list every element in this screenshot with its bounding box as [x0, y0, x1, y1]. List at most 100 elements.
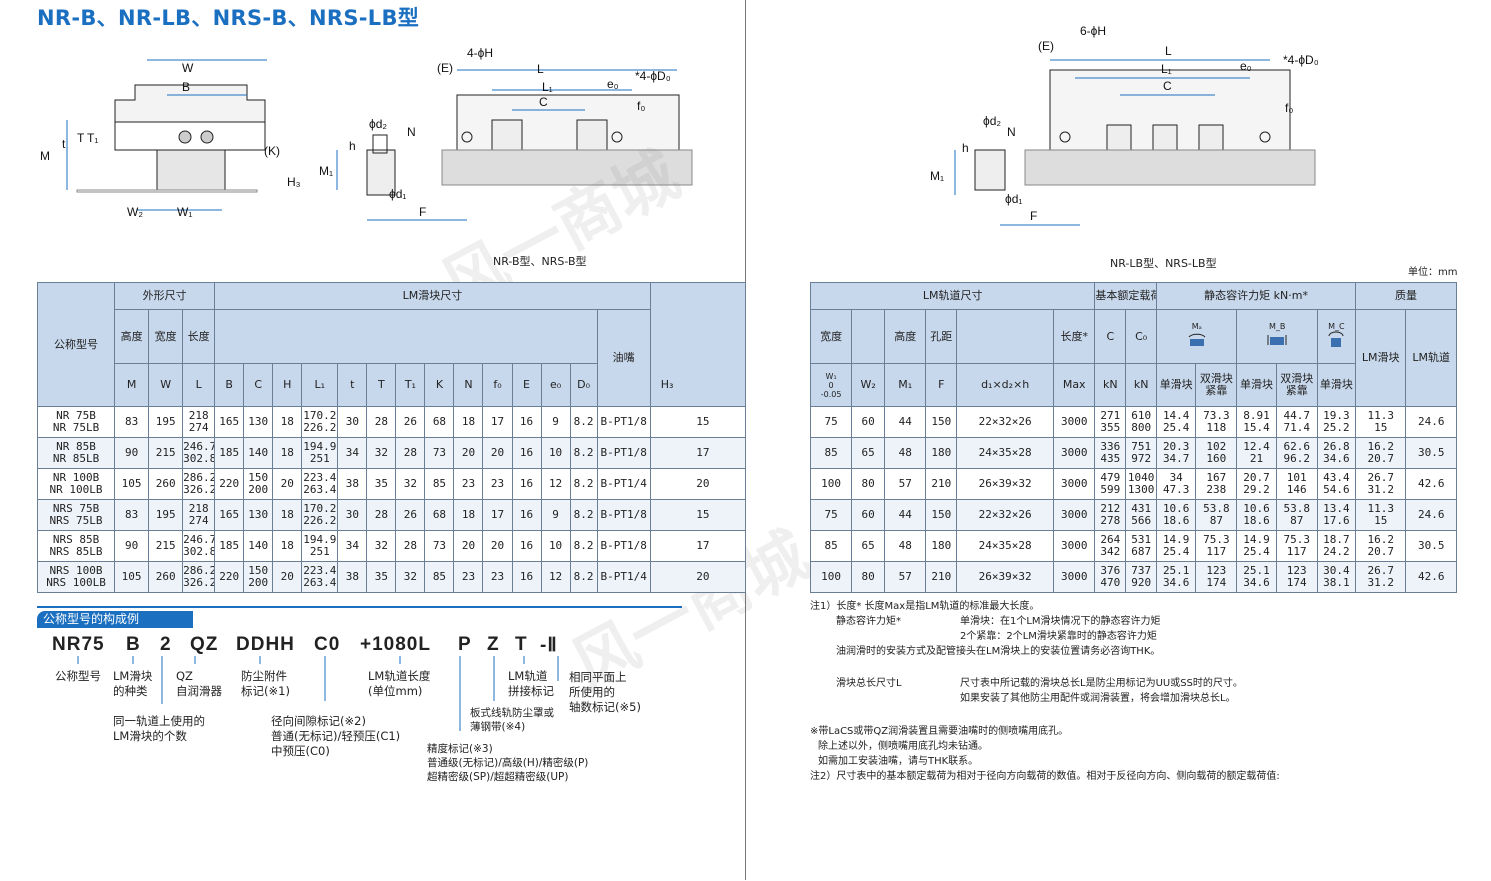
cell-F: 180: [925, 530, 958, 562]
desc-cover: 板式线轨防尘罩或薄钢带(※4): [470, 707, 554, 733]
th-B: B: [214, 363, 245, 407]
label-M1: M₁: [319, 164, 333, 178]
label-N-right: N: [1007, 125, 1016, 139]
cell-e0: 12: [540, 468, 571, 500]
label-d1-right: ϕd₁: [1005, 192, 1022, 206]
cell-H3: 20: [649, 468, 747, 500]
cell-M: 90: [114, 437, 150, 469]
label-f0: f₀: [637, 99, 645, 113]
label-d2: ϕd₂: [369, 117, 387, 131]
cell-C: 130: [243, 499, 274, 531]
th-T1: T₁: [395, 363, 426, 407]
cell-M1: 57: [884, 468, 927, 500]
cell-B: 185: [214, 437, 245, 469]
cell-M: 105: [114, 561, 150, 593]
th-MA-single: 单滑块: [1156, 363, 1197, 407]
cell-H3: 15: [649, 406, 747, 438]
note-7: 尺寸表中所记载的滑块总长L是防尘用标记为UU或SS时的尺寸。: [960, 678, 1243, 689]
cell-N: 20: [453, 437, 484, 469]
cell-T1: 26: [395, 499, 426, 531]
th-outer-l: 长度: [182, 309, 216, 364]
cell-mass-rail: 24.6: [1405, 406, 1457, 438]
cell-W2: 60: [851, 406, 886, 438]
th-MA: Mₐ: [1156, 309, 1238, 364]
label-d2-right: ϕd₂: [983, 114, 1001, 128]
desc-block-type: LM滑块的种类: [113, 669, 153, 698]
label-h: h: [349, 139, 356, 153]
cell-M1: 44: [884, 406, 927, 438]
cell-M: 83: [114, 406, 150, 438]
cell-T1: 32: [395, 468, 426, 500]
cell-grease: B-PT1/8: [596, 530, 651, 562]
cell-M1: 57: [884, 561, 927, 593]
cell-H: 18: [272, 499, 303, 531]
note-4: 2个紧靠：2个LM滑块紧靠时的静态容许力矩: [960, 631, 1157, 642]
cell-W1: 75: [809, 406, 853, 438]
cell-T: 32: [366, 437, 397, 469]
th-W: W: [148, 363, 184, 407]
label-h-right: h: [962, 141, 969, 155]
cell-mass-rail: 24.6: [1405, 499, 1457, 531]
desc-joint: LM轨道拼接标记: [508, 669, 554, 698]
cell-T1: 32: [395, 561, 426, 593]
label-N: N: [407, 125, 416, 139]
cell-W: 195: [148, 406, 184, 438]
cell-grease: B-PT1/8: [596, 437, 651, 469]
cell-F: 150: [925, 499, 958, 531]
label-4D0-right: *4-ϕD₀: [1283, 53, 1319, 67]
moment-a-icon: [1188, 333, 1206, 346]
cell-T: 32: [366, 530, 397, 562]
cell-C: 140: [243, 530, 274, 562]
th-M1-rail: M₁: [884, 363, 927, 407]
th-moment: 静态容许力矩 kN·m*: [1156, 282, 1356, 310]
desc-rail-length: LM轨道长度(单位mm): [368, 669, 431, 698]
cell-f0: 20: [482, 437, 513, 469]
label-M: M: [40, 149, 50, 163]
code-segment: -Ⅱ: [540, 635, 558, 656]
desc-axis: 相同平面上所使用的轴数标记(※5): [569, 670, 641, 714]
th-rail-length: 长度*: [1053, 309, 1096, 364]
note-12: 注2）尺寸表中的基本额定载荷为相对于径向方向载荷的数值。相对于反径向方向、侧向载…: [810, 771, 1280, 782]
cell-W1: 100: [809, 468, 853, 500]
cell-t: 30: [337, 406, 368, 438]
note-10: 除上述以外，侧喷嘴用底孔均未钻通。: [818, 741, 988, 752]
th-h3: H₃: [649, 282, 747, 407]
cell-M1: 48: [884, 437, 927, 469]
cell-e0: 9: [540, 499, 571, 531]
th-F-rail: F: [925, 363, 958, 407]
code-segment: NR75: [52, 634, 105, 655]
label-E-right: (E): [1038, 39, 1054, 53]
spec-table-right: LM轨道尺寸 基本额定载荷 静态容许力矩 kN·m* 质量 宽度 高度 孔距 长…: [809, 282, 1458, 593]
cell-e0: 10: [540, 437, 571, 469]
th-MB-single: 单滑块: [1236, 363, 1277, 407]
cell-D0: 8.2: [569, 406, 598, 438]
th-MA-double: 双滑块紧靠: [1195, 363, 1238, 407]
cell-W2: 60: [851, 499, 886, 531]
desc-accuracy: 精度标记(※3)普通级(无标记)/高级(H)/精密级(P)超精密级(SP)/超超…: [427, 743, 589, 783]
